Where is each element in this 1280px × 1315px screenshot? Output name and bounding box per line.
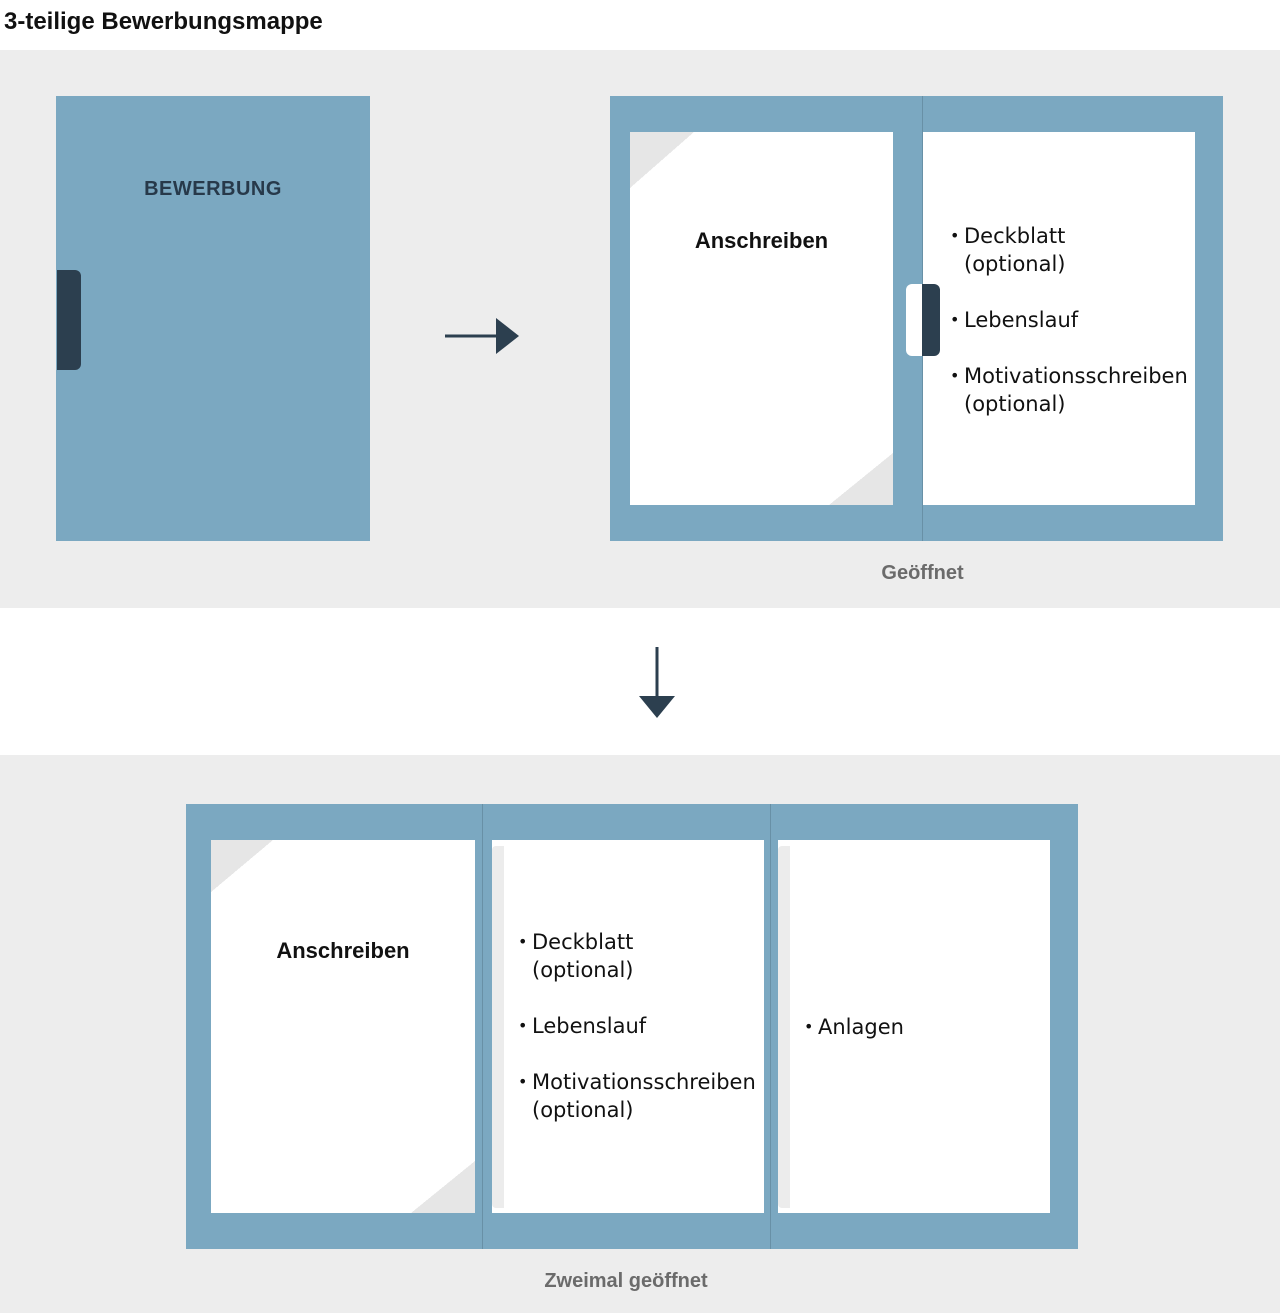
- anschreiben-label: Anschreiben: [276, 938, 410, 963]
- list-item: Lebenslauf: [950, 306, 1195, 334]
- arrow-right-icon: [445, 318, 519, 354]
- corner-pocket-top: [211, 840, 273, 892]
- opened-clip: [922, 284, 940, 356]
- folder-fold-2: [770, 804, 771, 1249]
- corner-pocket-bottom: [829, 453, 893, 505]
- page-edge: [492, 846, 504, 1208]
- page-edge: [778, 846, 790, 1208]
- cover-label: BEWERBUNG: [144, 178, 282, 200]
- clip-slot: [906, 284, 926, 356]
- caption-twice-opened: Zweimal geöffnet: [544, 1270, 708, 1292]
- twice-left-page: [211, 840, 475, 1213]
- arrow-down-icon: [639, 647, 675, 718]
- opened-left-page: [630, 132, 893, 505]
- anschreiben-label: Anschreiben: [694, 228, 829, 253]
- twice-right-document-list: Anlagen: [804, 1013, 1050, 1069]
- folder-clip: [57, 270, 81, 370]
- page-title: 3-teilige Bewerbungsmappe: [4, 8, 323, 35]
- opened-document-list: Deckblatt(optional) Lebenslauf Motivatio…: [950, 222, 1195, 446]
- list-item: Motivationsschreiben(optional): [950, 362, 1195, 418]
- list-item: Anlagen: [804, 1013, 1050, 1041]
- folder-fold-1: [482, 804, 483, 1249]
- list-item: Motivationsschreiben(optional): [518, 1068, 764, 1124]
- caption-opened: Geöffnet: [881, 562, 964, 584]
- corner-pocket-bottom: [411, 1161, 475, 1213]
- corner-pocket-top: [630, 132, 694, 188]
- list-item: Lebenslauf: [518, 1012, 764, 1040]
- list-item: Deckblatt(optional): [518, 928, 764, 984]
- list-item: Deckblatt(optional): [950, 222, 1195, 278]
- closed-folder: [56, 96, 370, 541]
- twice-middle-document-list: Deckblatt(optional) Lebenslauf Motivatio…: [518, 928, 764, 1152]
